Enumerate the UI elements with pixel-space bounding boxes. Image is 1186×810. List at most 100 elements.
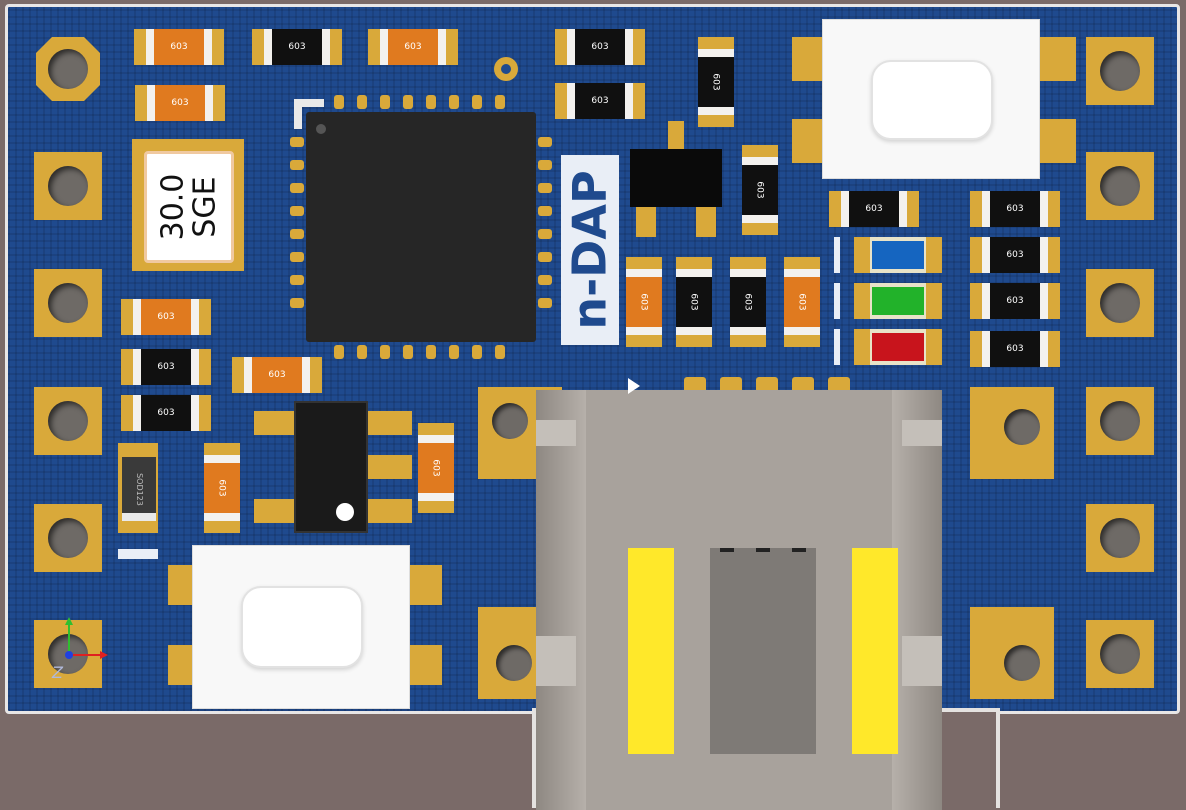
led-blue	[854, 237, 942, 273]
usb-shield-pad-br	[970, 607, 1054, 699]
led-silk-marker	[834, 283, 840, 319]
resistor-label: 603	[575, 83, 625, 119]
header-pad-right-3	[1086, 269, 1154, 337]
voltage-regulator	[294, 401, 368, 533]
qfp-pin	[538, 252, 552, 262]
resistor-label: 603	[141, 395, 191, 431]
resistor-r4: 603	[555, 29, 645, 65]
led-silk-marker	[834, 237, 840, 273]
qfp-pin	[426, 345, 436, 359]
resistor-r17: 603	[970, 331, 1060, 367]
resistor-r20: 603	[121, 395, 211, 431]
qfp-pin	[290, 229, 304, 239]
polarity-triangle-icon	[628, 378, 640, 394]
button-pad	[1036, 37, 1076, 81]
resistor-label: 603	[141, 299, 191, 335]
usb-contact-right	[852, 548, 898, 754]
resistor-label: 603	[689, 293, 699, 311]
board-name-label: n-DAP	[563, 170, 617, 330]
resistor-r2: 603	[252, 29, 342, 65]
resistor-r22: 603	[204, 443, 240, 533]
usb-connector-shell	[536, 390, 942, 810]
qfp-pin	[538, 229, 552, 239]
qfp-pin	[538, 298, 552, 308]
reg-pad	[254, 499, 300, 523]
qfp-pin	[290, 275, 304, 285]
resistor-label: 603	[639, 293, 649, 311]
reset-button-top-right[interactable]	[822, 19, 1040, 179]
resistor-label: 603	[575, 29, 625, 65]
qfp-pin	[334, 345, 344, 359]
header-pad-left-2	[34, 152, 102, 220]
usb-shell-tab	[536, 420, 576, 446]
reg-pad	[366, 455, 412, 479]
qfp-pin	[290, 252, 304, 262]
resistor-r14: 603	[970, 191, 1060, 227]
diode-cathode-band	[122, 513, 156, 521]
fiducial-mark	[494, 57, 518, 81]
resistor-r5: 603	[135, 85, 225, 121]
qfp-pin	[426, 95, 436, 109]
resistor-r13: 603	[829, 191, 919, 227]
pin1-dot	[336, 503, 354, 521]
qfp-pin	[472, 95, 482, 109]
resistor-label: 603	[388, 29, 438, 65]
button-pad	[1036, 119, 1076, 163]
qfp-pin	[538, 137, 552, 147]
resistor-label: 603	[141, 349, 191, 385]
qfp-pin	[495, 95, 505, 109]
usb-shield-pad-tr	[970, 387, 1054, 479]
reg-pad	[366, 411, 412, 435]
header-pad-right-5	[1086, 504, 1154, 572]
button-pad	[410, 645, 442, 685]
qfp-pin	[538, 183, 552, 193]
button-actuator[interactable]	[241, 586, 363, 668]
diode: SOD123	[122, 457, 156, 521]
header-pad-left-4	[34, 387, 102, 455]
usb-tongue	[710, 548, 816, 754]
reg-pad	[366, 499, 412, 523]
resistor-r3: 603	[368, 29, 458, 65]
diode-marking: SOD123	[134, 472, 144, 506]
qfp-pin	[449, 345, 459, 359]
resistor-r10: 603	[676, 257, 712, 347]
axis-z-label: Z	[52, 663, 63, 682]
sot23-pad-right	[696, 207, 716, 237]
led-green	[854, 283, 942, 319]
led-red-lens	[872, 333, 924, 361]
resistor-label: 603	[252, 357, 302, 393]
qfp-pin	[538, 160, 552, 170]
resistor-r1: 603	[134, 29, 224, 65]
axis-gizmo-icon	[65, 617, 108, 659]
usb-contact-left	[628, 548, 674, 754]
resistor-r11: 603	[730, 257, 766, 347]
header-pad-right-1	[1086, 37, 1154, 105]
qfp-pin	[403, 345, 413, 359]
resistor-label: 603	[797, 293, 807, 311]
resistor-r9: 603	[626, 257, 662, 347]
crystal-frequency: 30.0	[154, 173, 190, 241]
mcu-chip	[306, 112, 536, 342]
sot23-transistor	[630, 149, 722, 207]
resistor-r19: 603	[121, 349, 211, 385]
button-pad	[410, 565, 442, 605]
resistor-label: 603	[849, 191, 899, 227]
resistor-label: 603	[217, 479, 227, 497]
resistor-label: 603	[154, 29, 204, 65]
resistor-r7: 603	[698, 37, 734, 127]
resistor-label: 603	[155, 85, 205, 121]
header-pad-left-3	[34, 269, 102, 337]
qfp-pin	[290, 160, 304, 170]
qfp-pin	[495, 345, 505, 359]
usb-shell-edge	[892, 390, 942, 810]
qfp-pin	[472, 345, 482, 359]
resistor-r23: 603	[418, 423, 454, 513]
button-actuator[interactable]	[871, 60, 993, 140]
boot-button-bottom-left[interactable]	[192, 545, 410, 709]
silkscreen-label-box: n-DAP	[561, 155, 619, 345]
qfp-pin	[290, 206, 304, 216]
qfp-pin	[290, 137, 304, 147]
qfp-pin	[290, 183, 304, 193]
qfp-pin	[538, 275, 552, 285]
qfp-pin	[449, 95, 459, 109]
